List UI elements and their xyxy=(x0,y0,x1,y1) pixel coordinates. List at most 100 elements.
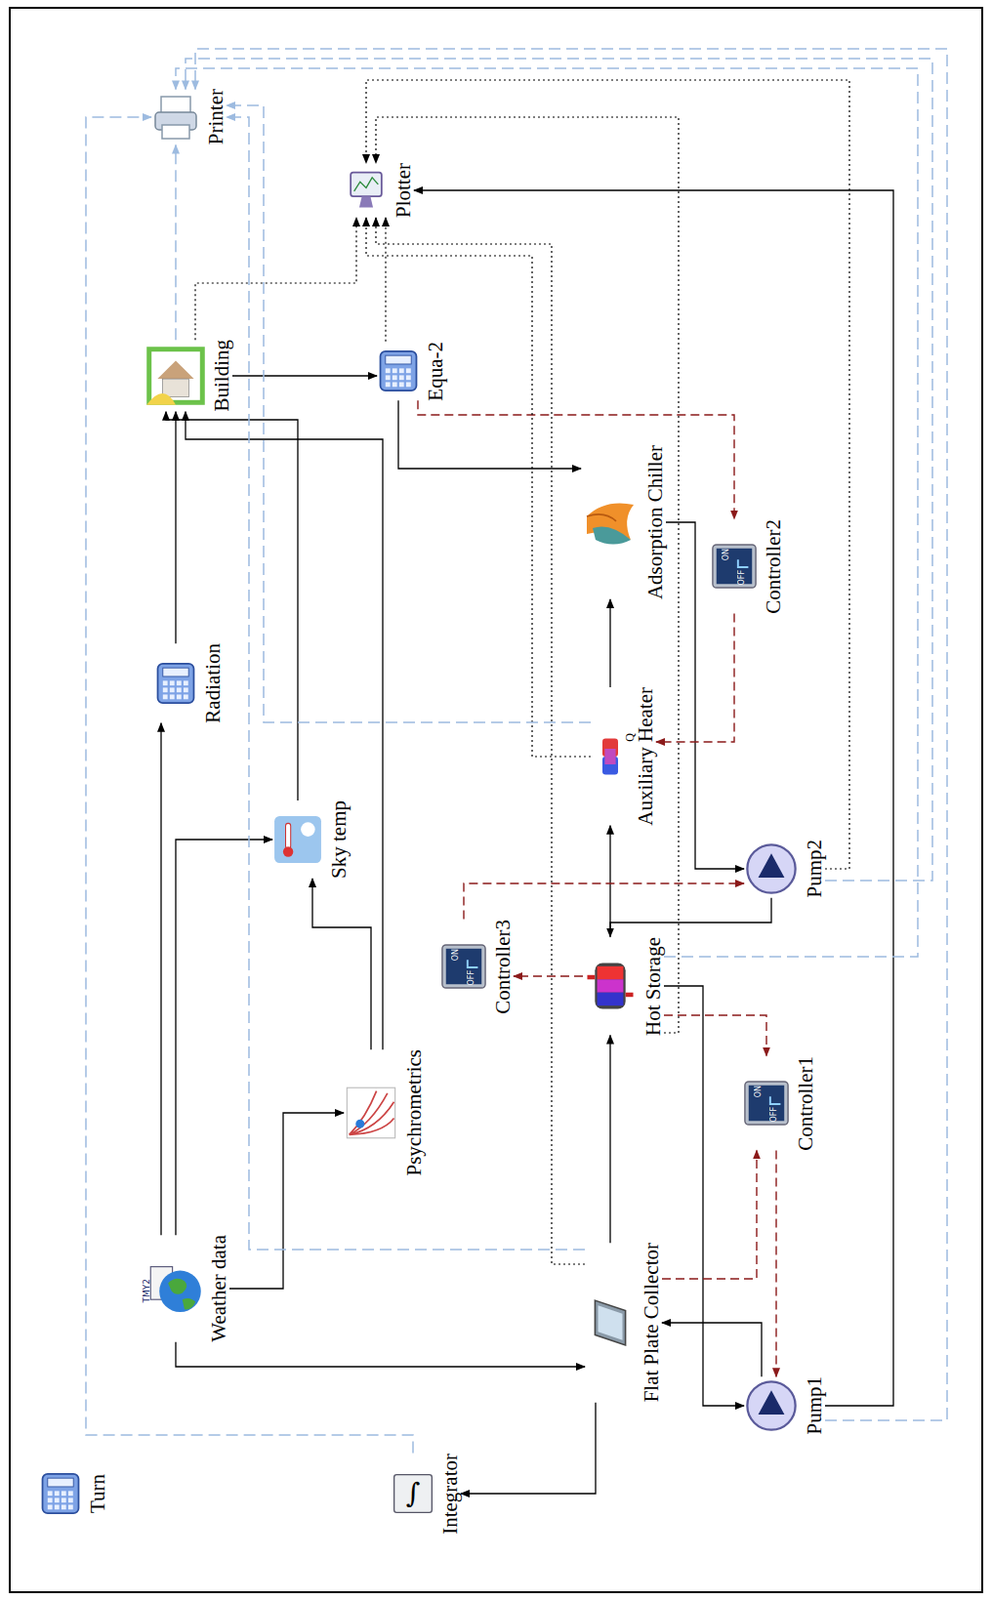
icon-text: TMY2 xyxy=(142,1279,152,1304)
component-label: Weather data xyxy=(207,1235,230,1343)
link-line xyxy=(661,1322,762,1377)
icon-text: Q xyxy=(623,733,636,743)
component-node: Printer xyxy=(151,88,227,145)
printer-icon xyxy=(151,92,201,142)
link-line xyxy=(226,105,591,723)
component-node: Auxiliary Heater xyxy=(590,687,657,827)
link-line xyxy=(417,400,735,519)
ctrl-icon xyxy=(710,542,758,590)
component-node: Controller3 xyxy=(440,919,514,1015)
sky-icon xyxy=(272,814,324,866)
link-line xyxy=(609,599,611,688)
plotter-icon xyxy=(344,168,388,212)
collector-icon xyxy=(584,1297,636,1349)
link-line xyxy=(656,613,735,743)
calc-icon xyxy=(154,661,198,705)
link-line xyxy=(175,839,273,1236)
icon-text: OFF xyxy=(738,570,746,586)
component-label: Controller2 xyxy=(762,519,785,615)
psy-icon xyxy=(343,1085,399,1141)
link-line xyxy=(609,826,611,938)
component-label: Auxiliary Heater xyxy=(634,687,657,827)
component-node: Weather data xyxy=(148,1235,230,1343)
component-label: Pump1 xyxy=(803,1376,826,1436)
link-line xyxy=(610,898,772,938)
component-node: Controller2 xyxy=(710,519,785,615)
component-label: Printer xyxy=(205,88,227,145)
component-label: Hot Storage xyxy=(642,937,664,1036)
link-line xyxy=(175,68,918,957)
link-line xyxy=(165,412,298,801)
component-label: Psychrometrics xyxy=(403,1049,425,1176)
component-node: Hot Storage xyxy=(582,937,664,1036)
component-node: Equa-2 xyxy=(376,341,447,402)
link-line xyxy=(366,80,850,869)
link-line xyxy=(775,1150,777,1377)
calc-icon xyxy=(376,349,420,393)
icon-text: OFF xyxy=(467,970,476,987)
component-node: Integrator xyxy=(391,1453,461,1535)
link-line xyxy=(398,400,581,469)
link-line xyxy=(366,217,591,757)
component-node: Adsorption Chiller xyxy=(580,445,666,600)
link-line xyxy=(174,145,177,341)
component-label: Plotter xyxy=(392,163,414,218)
link-line xyxy=(232,374,377,376)
icon-text: ON xyxy=(452,949,460,961)
component-node: Sky temp xyxy=(272,800,350,879)
icon-text: ON xyxy=(722,548,731,561)
link-line xyxy=(160,723,162,1236)
link-line xyxy=(463,883,744,920)
link-line xyxy=(609,1035,611,1244)
link-line xyxy=(175,1342,585,1367)
link-line xyxy=(375,117,679,1034)
component-node: Psychrometrics xyxy=(343,1049,425,1176)
component-node: Pump2 xyxy=(744,839,826,899)
link-line xyxy=(375,217,585,1265)
icon-text: OFF xyxy=(770,1107,779,1123)
frame-border xyxy=(9,7,983,1593)
link-line xyxy=(185,412,383,1051)
component-node: Controller1 xyxy=(743,1056,817,1152)
component-node: Radiation xyxy=(154,643,224,724)
link-line xyxy=(384,217,386,342)
link-line xyxy=(460,1403,596,1494)
icon-text: ∫ xyxy=(406,1480,421,1508)
component-label: Sky temp xyxy=(328,800,350,879)
link-line xyxy=(661,1150,757,1280)
tank-icon xyxy=(582,958,638,1014)
component-label: Radiation xyxy=(202,643,224,724)
link-line xyxy=(185,58,933,881)
ctrl-icon xyxy=(440,943,488,991)
component-label: Flat Plate Collector xyxy=(640,1242,662,1403)
component-node: Plotter xyxy=(344,163,414,218)
component-label: Equa-2 xyxy=(424,341,447,402)
link-line xyxy=(312,878,372,1050)
component-node: Flat Plate Collector xyxy=(584,1242,662,1403)
component-label: Pump2 xyxy=(803,839,826,899)
heater-icon xyxy=(590,737,630,777)
component-node: Turn xyxy=(39,1472,109,1516)
link-line xyxy=(663,986,744,1406)
icon-text: ON xyxy=(754,1085,763,1098)
component-node: Building xyxy=(145,339,233,413)
component-label: Building xyxy=(210,339,233,413)
component-label: Controller1 xyxy=(794,1056,817,1152)
component-node: Pump1 xyxy=(744,1376,826,1436)
component-label: Adsorption Chiller xyxy=(644,445,666,600)
link-line xyxy=(195,48,948,1421)
pump-icon xyxy=(744,1378,799,1434)
building-icon xyxy=(145,345,207,407)
pump-icon xyxy=(744,841,799,897)
component-label: Turn xyxy=(86,1474,109,1514)
component-label: Integrator xyxy=(439,1453,461,1535)
globe-icon xyxy=(148,1261,204,1317)
link-line xyxy=(229,1113,344,1289)
link-line xyxy=(226,117,585,1250)
component-label: Controller3 xyxy=(492,919,514,1015)
calc-icon xyxy=(39,1472,83,1516)
link-line xyxy=(195,217,357,340)
link-line xyxy=(174,412,176,644)
